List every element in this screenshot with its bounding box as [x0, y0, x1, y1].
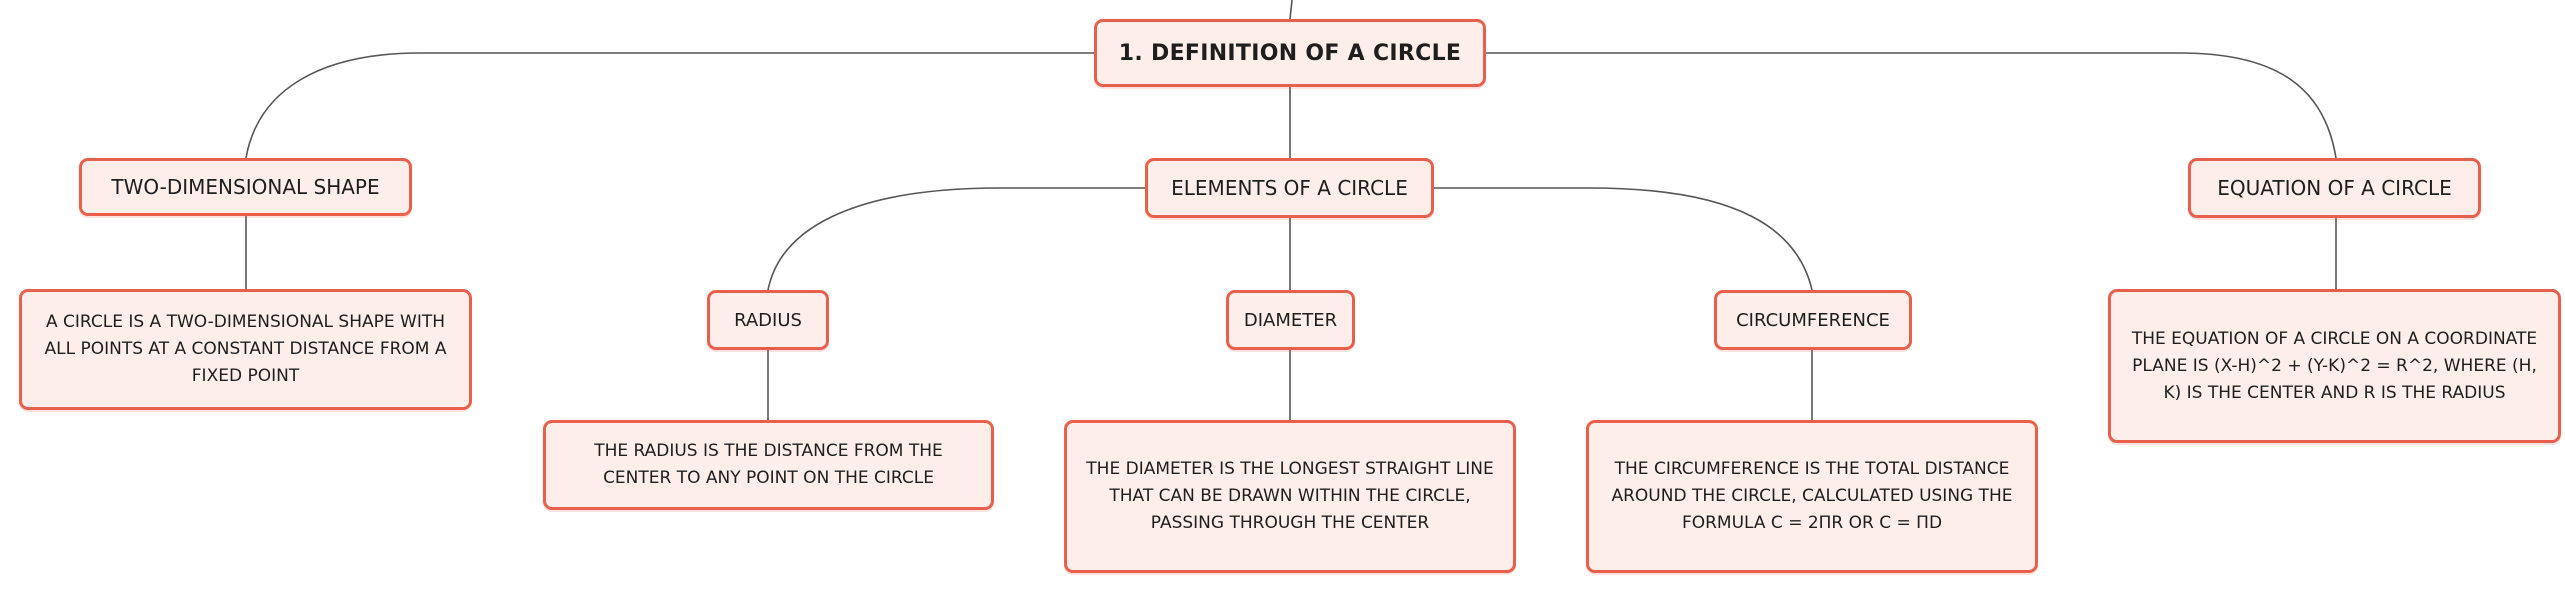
elements-node[interactable]: ELEMENTS OF A CIRCLE [1145, 158, 1434, 218]
circumference-desc-node[interactable]: THE CIRCUMFERENCE IS THE TOTAL DISTANCE … [1586, 420, 2038, 573]
equation-desc-node[interactable]: THE EQUATION OF A CIRCLE ON A COORDINATE… [2108, 289, 2561, 443]
radius-desc: THE RADIUS IS THE DISTANCE FROM THE CENT… [594, 441, 943, 488]
radius-node[interactable]: RADIUS [707, 290, 829, 350]
connector-elements-to-circumference [1434, 187, 1813, 291]
connector-root-to-equation [1486, 52, 2337, 159]
circumference-node[interactable]: CIRCUMFERENCE [1714, 290, 1912, 350]
diameter-label: DIAMETER [1243, 309, 1338, 331]
equation-node[interactable]: EQUATION OF A CIRCLE [2188, 158, 2481, 218]
two-dimensional-label: TWO-DIMENSIONAL SHAPE [111, 175, 380, 199]
radius-desc-node[interactable]: THE RADIUS IS THE DISTANCE FROM THE CENT… [543, 420, 994, 510]
connector-root-to-two-dimensional [245, 52, 1094, 159]
two-dimensional-node[interactable]: TWO-DIMENSIONAL SHAPE [79, 158, 412, 216]
root-node[interactable]: 1. DEFINITION OF A CIRCLE [1094, 19, 1486, 87]
diameter-desc-node[interactable]: THE DIAMETER IS THE LONGEST STRAIGHT LIN… [1064, 420, 1516, 573]
radius-label: RADIUS [734, 309, 802, 331]
root-node-label: 1. DEFINITION OF A CIRCLE [1118, 40, 1462, 66]
diameter-node[interactable]: DIAMETER [1226, 290, 1355, 350]
elements-label: ELEMENTS OF A CIRCLE [1171, 176, 1408, 200]
two-dimensional-desc: A CIRCLE IS A TWO-DIMENSIONAL SHAPE WITH… [44, 312, 447, 386]
connector-parent-to-root [1289, 0, 1293, 20]
diameter-desc: THE DIAMETER IS THE LONGEST STRAIGHT LIN… [1086, 459, 1494, 533]
connector-elements-to-radius [767, 187, 1145, 291]
equation-label: EQUATION OF A CIRCLE [2217, 176, 2452, 200]
two-dimensional-desc-node[interactable]: A CIRCLE IS A TWO-DIMENSIONAL SHAPE WITH… [19, 289, 472, 410]
equation-desc: THE EQUATION OF A CIRCLE ON A COORDINATE… [2131, 328, 2538, 403]
circumference-label: CIRCUMFERENCE [1736, 309, 1890, 331]
circumference-desc: THE CIRCUMFERENCE IS THE TOTAL DISTANCE … [1611, 459, 2013, 533]
